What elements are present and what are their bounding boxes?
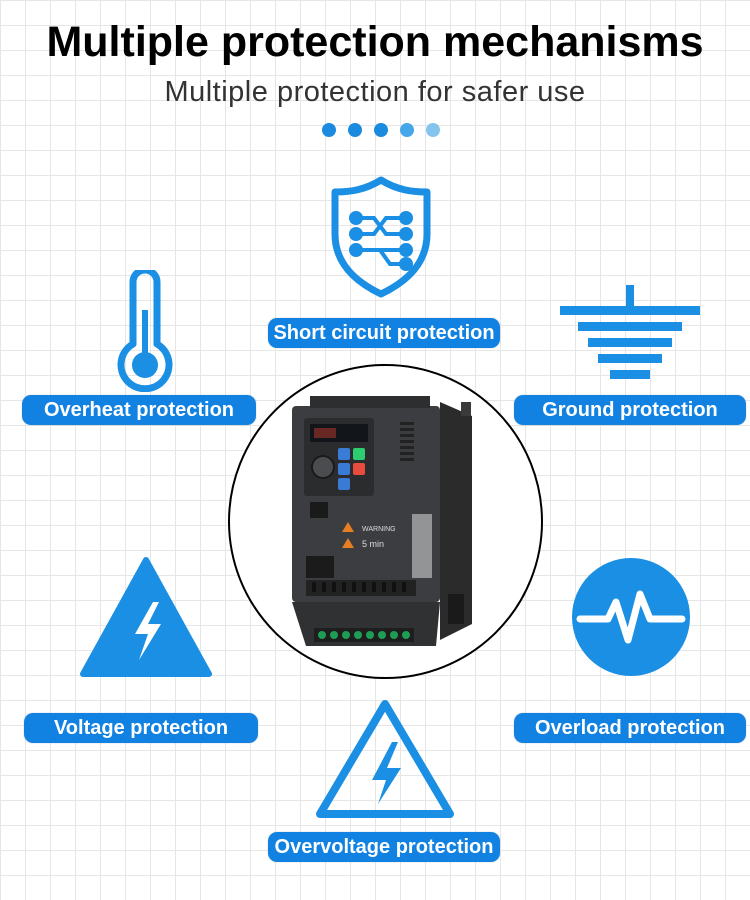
warning-lightning-icon: [80, 557, 212, 677]
device-time-text: 5 min: [362, 539, 384, 549]
feature-label-overvoltage: Overvoltage protection: [268, 832, 500, 862]
pagination-dot: [348, 123, 362, 137]
pagination-dot: [374, 123, 388, 137]
shield-circuit-icon: [331, 176, 431, 298]
pagination-dots: [322, 123, 440, 137]
feature-label-short-circuit: Short circuit protection: [268, 318, 500, 348]
thermometer-icon: [117, 270, 173, 392]
pagination-dot: [322, 123, 336, 137]
feature-label-overload: Overload protection: [514, 713, 746, 743]
pulse-circle-icon: [572, 558, 690, 676]
page-subtitle: Multiple protection for safer use: [164, 76, 586, 108]
ground-icon: [560, 285, 700, 379]
feature-label-overheat: Overheat protection: [22, 395, 256, 425]
frequency-inverter-device: WARNING 5 min: [292, 396, 472, 646]
feature-label-ground: Ground protection: [514, 395, 746, 425]
pagination-dot: [426, 123, 440, 137]
page-title: Multiple protection mechanisms: [46, 18, 704, 66]
device-circle: WARNING 5 min: [228, 364, 543, 679]
pagination-dot: [400, 123, 414, 137]
device-warning-text: WARNING: [362, 526, 396, 533]
outline-warning-lightning-icon: [316, 700, 454, 818]
feature-label-voltage: Voltage protection: [24, 713, 258, 743]
